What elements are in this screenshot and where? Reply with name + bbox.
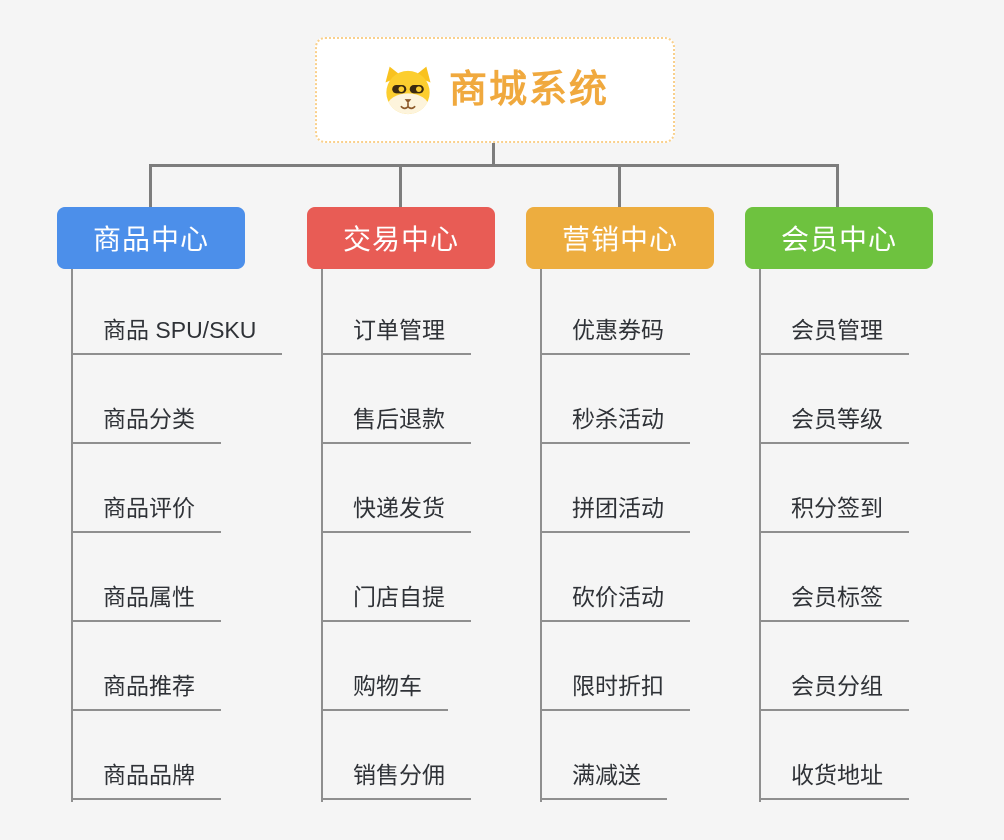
branch-header-members[interactable]: 会员中心 bbox=[745, 207, 933, 269]
child-topic[interactable]: 商品评价 bbox=[71, 444, 221, 533]
child-topic[interactable]: 购物车 bbox=[321, 622, 448, 711]
child-topic[interactable]: 砍价活动 bbox=[540, 533, 690, 622]
child-topic[interactable]: 会员标签 bbox=[759, 533, 909, 622]
branch-header-marketing[interactable]: 营销中心 bbox=[526, 207, 714, 269]
connector-drop-branch-4 bbox=[836, 164, 839, 207]
branch-spine bbox=[71, 269, 73, 802]
child-topic[interactable]: 门店自提 bbox=[321, 533, 471, 622]
child-topic[interactable]: 订单管理 bbox=[321, 269, 471, 355]
child-topic[interactable]: 商品属性 bbox=[71, 533, 221, 622]
branch-marketing: 营销中心 优惠券码 秒杀活动 拼团活动 砍价活动 限时折扣 满减送 bbox=[526, 207, 714, 802]
connector-drop-branch-2 bbox=[399, 164, 402, 207]
child-topic[interactable]: 优惠券码 bbox=[540, 269, 690, 355]
child-topic[interactable]: 会员等级 bbox=[759, 355, 909, 444]
connector-rail bbox=[149, 164, 839, 167]
child-topic[interactable]: 收货地址 bbox=[759, 711, 909, 800]
connector-drop-branch-1 bbox=[149, 164, 152, 207]
child-topic[interactable]: 满减送 bbox=[540, 711, 667, 800]
child-topic[interactable]: 商品分类 bbox=[71, 355, 221, 444]
branch-members: 会员中心 会员管理 会员等级 积分签到 会员标签 会员分组 收货地址 bbox=[745, 207, 933, 802]
child-topic[interactable]: 商品 SPU/SKU bbox=[71, 269, 283, 355]
child-topic[interactable]: 秒杀活动 bbox=[540, 355, 690, 444]
branch-header-trade[interactable]: 交易中心 bbox=[307, 207, 495, 269]
child-topic[interactable]: 积分签到 bbox=[759, 444, 909, 533]
connector-drop-branch-3 bbox=[618, 164, 621, 207]
branch-products: 商品中心 商品 SPU/SKU 商品分类 商品评价 商品属性 商品推荐 商品品牌 bbox=[57, 207, 283, 802]
branch-spine bbox=[540, 269, 542, 802]
child-topic[interactable]: 快递发货 bbox=[321, 444, 471, 533]
child-topic[interactable]: 会员分组 bbox=[759, 622, 909, 711]
branch-trade: 交易中心 订单管理 售后退款 快递发货 门店自提 购物车 销售分佣 bbox=[307, 207, 495, 802]
child-topic[interactable]: 销售分佣 bbox=[321, 711, 471, 800]
child-topic[interactable]: 限时折扣 bbox=[540, 622, 690, 711]
root-node[interactable]: 商城系统 bbox=[315, 37, 675, 143]
branch-spine bbox=[321, 269, 323, 802]
connector-root-drop bbox=[492, 143, 495, 166]
root-title: 商城系统 bbox=[448, 69, 609, 111]
child-topic[interactable]: 售后退款 bbox=[321, 355, 471, 444]
child-topic[interactable]: 会员管理 bbox=[759, 269, 909, 355]
dog-face-icon bbox=[385, 66, 431, 115]
child-topic[interactable]: 商品推荐 bbox=[71, 622, 221, 711]
branch-spine bbox=[759, 269, 761, 802]
child-topic[interactable]: 拼团活动 bbox=[540, 444, 690, 533]
branch-header-products[interactable]: 商品中心 bbox=[57, 207, 245, 269]
child-topic[interactable]: 商品品牌 bbox=[71, 711, 221, 800]
